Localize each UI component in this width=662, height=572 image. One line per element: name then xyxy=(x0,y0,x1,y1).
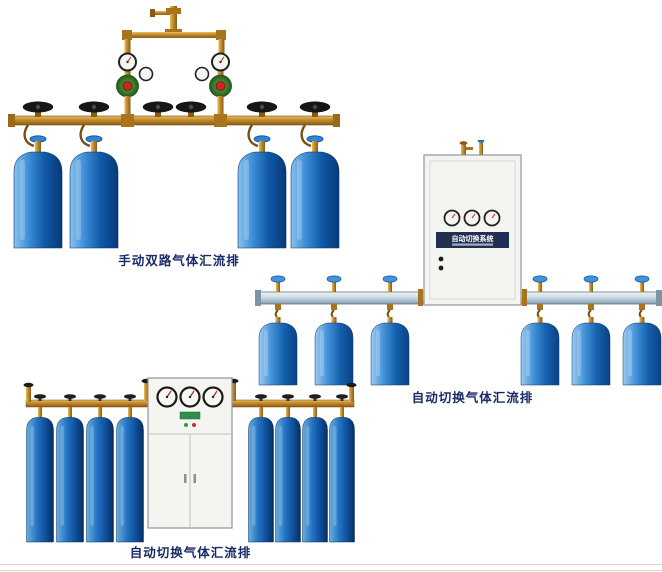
gas-cylinder xyxy=(86,407,114,543)
indicator-light-green xyxy=(184,423,188,427)
bottom-border-line xyxy=(0,564,662,565)
manifold-valve-handwheel xyxy=(246,101,278,117)
auto-switch-manifold-a-illustration: 自动切换系统 xyxy=(255,140,662,386)
indicator-light-red xyxy=(192,423,196,427)
cabinet-title: 自动切换系统 xyxy=(452,234,494,243)
gas-cylinder xyxy=(248,407,274,543)
product-auto-switch-manifold-b: 自动切换气体汇流排 xyxy=(18,376,363,560)
gas-cylinder xyxy=(237,135,287,249)
manifold-valve-handwheel xyxy=(299,101,331,117)
manifold-connection xyxy=(532,275,548,318)
gas-cylinder xyxy=(26,407,54,543)
main-manifold-pipe xyxy=(8,114,340,127)
cabinet-label-plate xyxy=(179,411,201,420)
gas-cylinder xyxy=(56,407,84,543)
product-caption: 自动切换气体汇流排 xyxy=(411,390,534,405)
cabinet-gauge xyxy=(463,209,481,227)
cabinet-gauge xyxy=(443,209,461,227)
right-manifold-pipe xyxy=(228,378,357,408)
cabinet-gauge xyxy=(179,386,201,408)
door-handle xyxy=(193,474,196,483)
manifold-valve-handwheel xyxy=(78,101,110,117)
gas-cylinder xyxy=(258,317,298,386)
manifold-connection xyxy=(326,275,342,318)
cabinet-indicator xyxy=(438,265,444,271)
gas-cylinder xyxy=(571,317,611,386)
gas-cylinder xyxy=(13,135,63,249)
pipe-valve-knobs xyxy=(34,394,348,401)
control-cabinet: 自动切换系统 xyxy=(423,154,522,306)
cabinet-subtitle-line xyxy=(452,243,493,246)
product-caption: 自动切换气体汇流排 xyxy=(129,545,252,560)
product-manual-dual-manifold: 手动双路气体汇流排 xyxy=(8,6,340,268)
gas-cylinder xyxy=(622,317,662,386)
manual-dual-manifold-illustration xyxy=(8,6,340,249)
gas-cylinder xyxy=(116,407,144,543)
gas-cylinder xyxy=(314,317,354,386)
gas-cylinder xyxy=(69,135,119,249)
manifold-valve-handwheel xyxy=(142,101,174,117)
gas-cylinder xyxy=(290,135,340,249)
manifold-valve-handwheel xyxy=(22,101,54,117)
left-manifold-pipe xyxy=(23,378,152,408)
manifold-valve-handwheel xyxy=(175,101,207,117)
cylinder-connection-hoses xyxy=(23,124,312,148)
pressure-regulator-left xyxy=(116,52,154,118)
cabinet-gauge xyxy=(483,209,501,227)
door-handle xyxy=(184,474,187,483)
branch-header-pipe xyxy=(122,30,226,55)
cabinet-indicator xyxy=(438,256,444,262)
manifold-connection xyxy=(382,275,398,318)
auto-switch-manifold-b-illustration xyxy=(23,377,357,543)
manifold-connection xyxy=(270,275,286,318)
gas-cylinder xyxy=(370,317,410,386)
manifold-connection xyxy=(583,275,599,318)
product-caption: 手动双路气体汇流排 xyxy=(118,253,240,268)
gas-cylinder xyxy=(520,317,560,386)
gas-cylinder xyxy=(302,407,328,543)
manifold-connection xyxy=(634,275,650,318)
pressure-regulator-right xyxy=(194,52,232,118)
switch-cabinet xyxy=(147,377,233,529)
cabinet-gauge xyxy=(202,386,224,408)
product-auto-switch-manifold-a: 自动切换系统 自动切换气体汇流排 xyxy=(255,140,662,405)
cabinet-gauge xyxy=(156,386,178,408)
gas-cylinder xyxy=(275,407,301,543)
bottom-border-line xyxy=(0,570,662,571)
cabinet-top-pipes xyxy=(459,140,485,159)
gas-cylinder xyxy=(329,407,355,543)
